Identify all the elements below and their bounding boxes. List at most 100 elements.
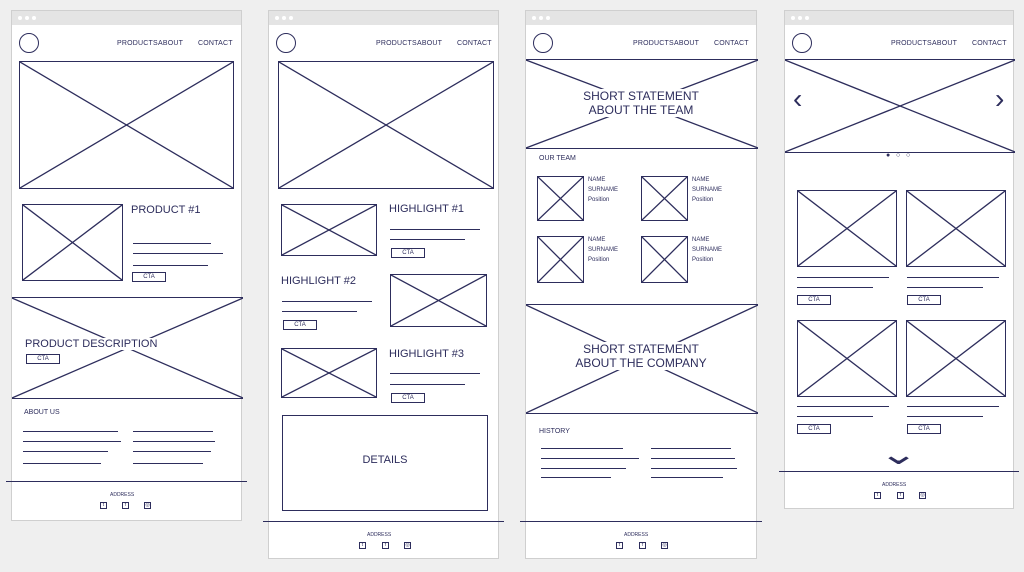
member-position: Position [588, 197, 610, 203]
product-card-image [797, 190, 897, 267]
text-line [390, 384, 465, 386]
carousel-dot[interactable]: ○ [906, 152, 911, 159]
text-line [133, 265, 208, 267]
nav-about[interactable]: ABOUT [417, 40, 443, 47]
footer-divider [6, 481, 247, 483]
twitter-icon[interactable]: t [359, 542, 366, 549]
cta-button[interactable]: CTA [283, 320, 317, 330]
text-line [541, 448, 623, 450]
text-line [23, 441, 121, 443]
nav-contact[interactable]: CONTACT [714, 40, 749, 47]
title-bar [269, 11, 498, 25]
text-line [23, 451, 108, 453]
text-line [133, 253, 223, 255]
footer-address: ADDRESS [110, 492, 135, 498]
team-member-photo [537, 176, 584, 221]
footer-address: ADDRESS [367, 532, 392, 538]
text-line [797, 287, 873, 289]
highlight-image-placeholder [390, 274, 487, 327]
twitter-icon[interactable]: t [616, 542, 623, 549]
nav-products[interactable]: PRODUCTS [891, 40, 932, 47]
team-member-photo [641, 236, 688, 283]
carousel-dot-active[interactable]: ● [886, 152, 891, 159]
nav-about[interactable]: ABOUT [158, 40, 184, 47]
text-line [23, 431, 118, 433]
text-line [390, 373, 480, 375]
product-card-image [797, 320, 897, 397]
details-section: DETAILS [282, 415, 488, 511]
facebook-icon[interactable]: f [382, 542, 389, 549]
twitter-icon[interactable]: t [100, 502, 107, 509]
text-line [282, 301, 372, 303]
team-statement-line-2: ABOUT THE TEAM [588, 103, 694, 117]
member-name: NAME [692, 237, 710, 243]
text-line [541, 458, 639, 460]
text-line [390, 229, 480, 231]
company-statement-line-2: ABOUT THE COMPANY [575, 356, 707, 370]
nav-contact[interactable]: CONTACT [457, 40, 492, 47]
cta-button[interactable]: CTA [391, 248, 425, 258]
text-line [907, 277, 999, 279]
about-us-heading: ABOUT US [24, 409, 60, 416]
carousel-prev-icon[interactable]: ‹ [793, 83, 803, 114]
carousel-placeholder [785, 59, 1015, 153]
nav-contact[interactable]: CONTACT [198, 40, 233, 47]
team-member-photo [537, 236, 584, 283]
footer-address: ADDRESS [624, 532, 649, 538]
member-name: NAME [588, 237, 606, 243]
nav-about[interactable]: ABOUT [674, 40, 700, 47]
carousel-dot[interactable]: ○ [896, 152, 901, 159]
company-statement-line-1: SHORT STATEMENT [583, 342, 699, 356]
logo-placeholder [533, 33, 553, 53]
instagram-icon[interactable]: ◎ [144, 502, 151, 509]
member-surname: SURNAME [588, 247, 619, 253]
text-line [797, 416, 873, 418]
highlight-image-placeholder [281, 348, 377, 398]
text-line [133, 243, 211, 245]
member-surname: SURNAME [692, 247, 723, 253]
instagram-icon[interactable]: ◎ [919, 492, 926, 499]
team-statement-line-1: SHORT STATEMENT [583, 89, 699, 103]
instagram-icon[interactable]: ◎ [404, 542, 411, 549]
hero-image-placeholder [278, 61, 494, 189]
text-line [651, 458, 735, 460]
instagram-icon[interactable]: ◎ [661, 542, 668, 549]
text-line [797, 277, 889, 279]
nav-products[interactable]: PRODUCTS [117, 40, 158, 47]
title-bar [12, 11, 241, 25]
cta-button[interactable]: CTA [907, 295, 941, 305]
text-line [651, 468, 737, 470]
text-line [133, 451, 211, 453]
text-line [23, 463, 101, 465]
footer-divider [779, 471, 1019, 473]
footer-divider [520, 521, 762, 523]
details-label: DETAILS [362, 454, 408, 466]
hero-image-placeholder [19, 61, 234, 189]
nav-products[interactable]: PRODUCTS [376, 40, 417, 47]
load-more-chevron-icon[interactable]: ⌄ [878, 438, 919, 471]
facebook-icon[interactable]: f [897, 492, 904, 499]
product-card-image [906, 190, 1006, 267]
highlight-2-title: HIGHLIGHT #2 [281, 275, 356, 287]
cta-button[interactable]: CTA [797, 295, 831, 305]
twitter-icon[interactable]: t [874, 492, 881, 499]
cta-button[interactable]: CTA [797, 424, 831, 434]
nav-products[interactable]: PRODUCTS [633, 40, 674, 47]
nav-contact[interactable]: CONTACT [972, 40, 1007, 47]
nav-about[interactable]: ABOUT [932, 40, 958, 47]
facebook-icon[interactable]: f [639, 542, 646, 549]
cta-button[interactable]: CTA [26, 354, 60, 364]
cta-button[interactable]: CTA [391, 393, 425, 403]
cta-button[interactable]: CTA [132, 272, 166, 282]
text-line [133, 431, 213, 433]
footer-divider [263, 521, 504, 523]
facebook-icon[interactable]: f [122, 502, 129, 509]
logo-placeholder [276, 33, 296, 53]
carousel-next-icon[interactable]: › [995, 83, 1005, 114]
cta-button[interactable]: CTA [907, 424, 941, 434]
product-title: PRODUCT #1 [131, 204, 201, 216]
